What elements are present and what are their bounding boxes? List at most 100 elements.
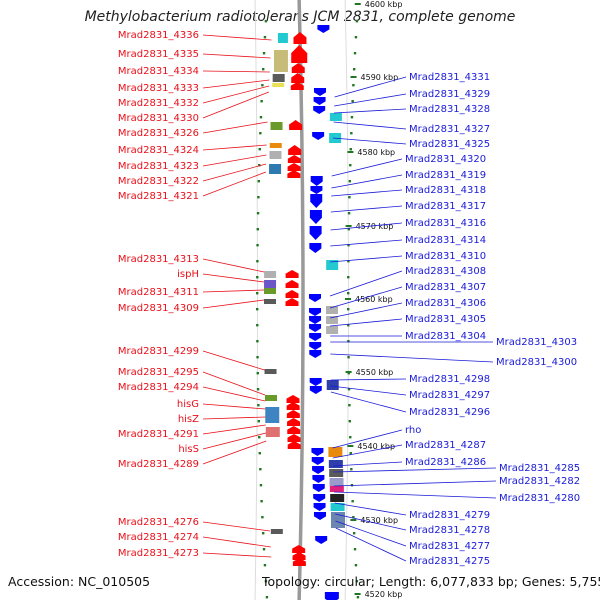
cog-gene-block[interactable]: [326, 326, 339, 334]
gene-label-right[interactable]: Mrad2831_4331: [409, 72, 490, 83]
gene-label-right[interactable]: Mrad2831_4305: [405, 314, 486, 325]
cog-gene-block[interactable]: [326, 316, 339, 324]
forward-gene-arrow[interactable]: [313, 106, 326, 114]
reverse-gene-arrow[interactable]: [287, 155, 301, 163]
reverse-gene-arrow[interactable]: [289, 120, 303, 130]
gene-label-right[interactable]: Mrad2831_4317: [405, 201, 486, 212]
gene-label-right[interactable]: Mrad2831_4296: [409, 407, 490, 418]
gene-label-left[interactable]: hisZ: [178, 414, 199, 425]
cog-gene-block[interactable]: [328, 460, 343, 468]
forward-gene-arrow[interactable]: [312, 484, 325, 492]
gene-label-right[interactable]: Mrad2831_4304: [405, 331, 486, 342]
forward-gene-arrow[interactable]: [309, 333, 322, 341]
gene-label-right[interactable]: Mrad2831_4282: [499, 476, 580, 487]
forward-gene-arrow[interactable]: [313, 494, 326, 502]
cog-gene-block[interactable]: [330, 512, 345, 528]
gene-label-right[interactable]: Mrad2831_4320: [405, 154, 486, 165]
cog-gene-block[interactable]: [265, 407, 280, 423]
gene-label-left[interactable]: Mrad2831_4294: [118, 382, 199, 393]
forward-gene-arrow[interactable]: [311, 448, 324, 456]
gene-label-right[interactable]: Mrad2831_4327: [409, 124, 490, 135]
reverse-gene-arrow[interactable]: [287, 170, 301, 178]
cog-gene-block[interactable]: [328, 447, 343, 457]
gene-label-left[interactable]: hisG: [177, 399, 199, 410]
forward-gene-arrow[interactable]: [310, 176, 323, 186]
forward-gene-arrow[interactable]: [312, 466, 325, 474]
reverse-gene-arrow[interactable]: [292, 545, 306, 553]
gene-label-left[interactable]: Mrad2831_4330: [118, 113, 199, 124]
forward-gene-arrow[interactable]: [309, 294, 322, 302]
reverse-gene-arrow[interactable]: [291, 73, 305, 83]
reverse-gene-arrow[interactable]: [292, 552, 306, 560]
gene-label-right[interactable]: Mrad2831_4279: [409, 510, 490, 521]
forward-gene-arrow[interactable]: [309, 350, 322, 358]
cog-gene-block[interactable]: [265, 427, 280, 437]
gene-label-right[interactable]: Mrad2831_4275: [409, 556, 490, 567]
gene-label-left[interactable]: Mrad2831_4274: [118, 532, 199, 543]
forward-gene-arrow[interactable]: [309, 316, 322, 324]
gene-label-right[interactable]: Mrad2831_4286: [405, 457, 486, 468]
gene-label-right[interactable]: Mrad2831_4329: [409, 89, 490, 100]
forward-gene-arrow[interactable]: [312, 475, 325, 483]
gene-label-left[interactable]: Mrad2831_4291: [118, 429, 199, 440]
reverse-gene-arrow[interactable]: [285, 290, 299, 298]
forward-gene-arrow[interactable]: [315, 536, 328, 544]
reverse-gene-arrow[interactable]: [285, 298, 299, 306]
cog-gene-block[interactable]: [272, 74, 285, 82]
gene-label-right[interactable]: Mrad2831_4318: [405, 185, 486, 196]
gene-label-right[interactable]: Mrad2831_4287: [405, 440, 486, 451]
gene-label-right[interactable]: Mrad2831_4298: [409, 374, 490, 385]
gene-label-left[interactable]: Mrad2831_4335: [118, 49, 199, 60]
forward-gene-arrow[interactable]: [317, 25, 330, 33]
forward-gene-arrow[interactable]: [309, 386, 322, 394]
gene-label-right[interactable]: Mrad2831_4314: [405, 235, 486, 246]
gene-label-right[interactable]: Mrad2831_4306: [405, 298, 486, 309]
gene-label-left[interactable]: Mrad2831_4309: [118, 303, 199, 314]
gene-label-left[interactable]: Mrad2831_4324: [118, 145, 199, 156]
reverse-gene-arrow[interactable]: [288, 145, 302, 155]
reverse-gene-arrow[interactable]: [285, 280, 299, 288]
cog-gene-block[interactable]: [329, 478, 344, 486]
forward-gene-arrow[interactable]: [309, 342, 322, 350]
reverse-gene-arrow[interactable]: [285, 270, 299, 278]
cog-gene-block[interactable]: [330, 503, 345, 511]
forward-gene-arrow[interactable]: [313, 503, 326, 511]
forward-gene-arrow[interactable]: [310, 194, 323, 208]
gene-label-left[interactable]: Mrad2831_4336: [118, 30, 199, 41]
forward-gene-arrow[interactable]: [313, 88, 326, 96]
gene-label-right[interactable]: Mrad2831_4300: [496, 357, 577, 368]
forward-gene-arrow[interactable]: [309, 210, 322, 224]
gene-label-right[interactable]: rho: [405, 425, 421, 436]
cog-gene-block[interactable]: [272, 83, 285, 87]
gene-label-left[interactable]: Mrad2831_4322: [118, 176, 199, 187]
reverse-gene-arrow[interactable]: [293, 32, 307, 44]
cog-gene-block[interactable]: [329, 469, 344, 477]
cog-gene-block[interactable]: [269, 164, 282, 174]
gene-label-right[interactable]: Mrad2831_4328: [409, 104, 490, 115]
reverse-gene-arrow[interactable]: [286, 395, 300, 403]
cog-gene-block[interactable]: [329, 113, 342, 121]
gene-label-right[interactable]: Mrad2831_4310: [405, 251, 486, 262]
gene-label-right[interactable]: Mrad2831_4316: [405, 218, 486, 229]
gene-label-right[interactable]: Mrad2831_4297: [409, 390, 490, 401]
cog-gene-block[interactable]: [264, 271, 277, 278]
reverse-gene-arrow[interactable]: [286, 410, 300, 418]
forward-gene-arrow[interactable]: [313, 512, 326, 520]
gene-label-left[interactable]: Mrad2831_4289: [118, 459, 199, 470]
forward-gene-arrow[interactable]: [309, 243, 322, 253]
cog-gene-block[interactable]: [329, 486, 344, 492]
reverse-gene-arrow[interactable]: [291, 63, 305, 73]
gene-label-left[interactable]: Mrad2831_4334: [118, 66, 199, 77]
gene-label-right[interactable]: Mrad2831_4277: [409, 541, 490, 552]
gene-label-right[interactable]: Mrad2831_4278: [409, 525, 490, 536]
gene-label-left[interactable]: Mrad2831_4299: [118, 346, 199, 357]
forward-gene-arrow[interactable]: [311, 457, 324, 465]
gene-label-left[interactable]: Mrad2831_4276: [118, 517, 199, 528]
gene-label-left[interactable]: Mrad2831_4313: [118, 254, 199, 265]
forward-gene-arrow[interactable]: [312, 132, 325, 140]
cog-gene-block[interactable]: [264, 299, 277, 304]
gene-label-left[interactable]: Mrad2831_4273: [118, 548, 199, 559]
reverse-gene-arrow[interactable]: [291, 45, 308, 63]
gene-label-right[interactable]: Mrad2831_4319: [405, 170, 486, 181]
